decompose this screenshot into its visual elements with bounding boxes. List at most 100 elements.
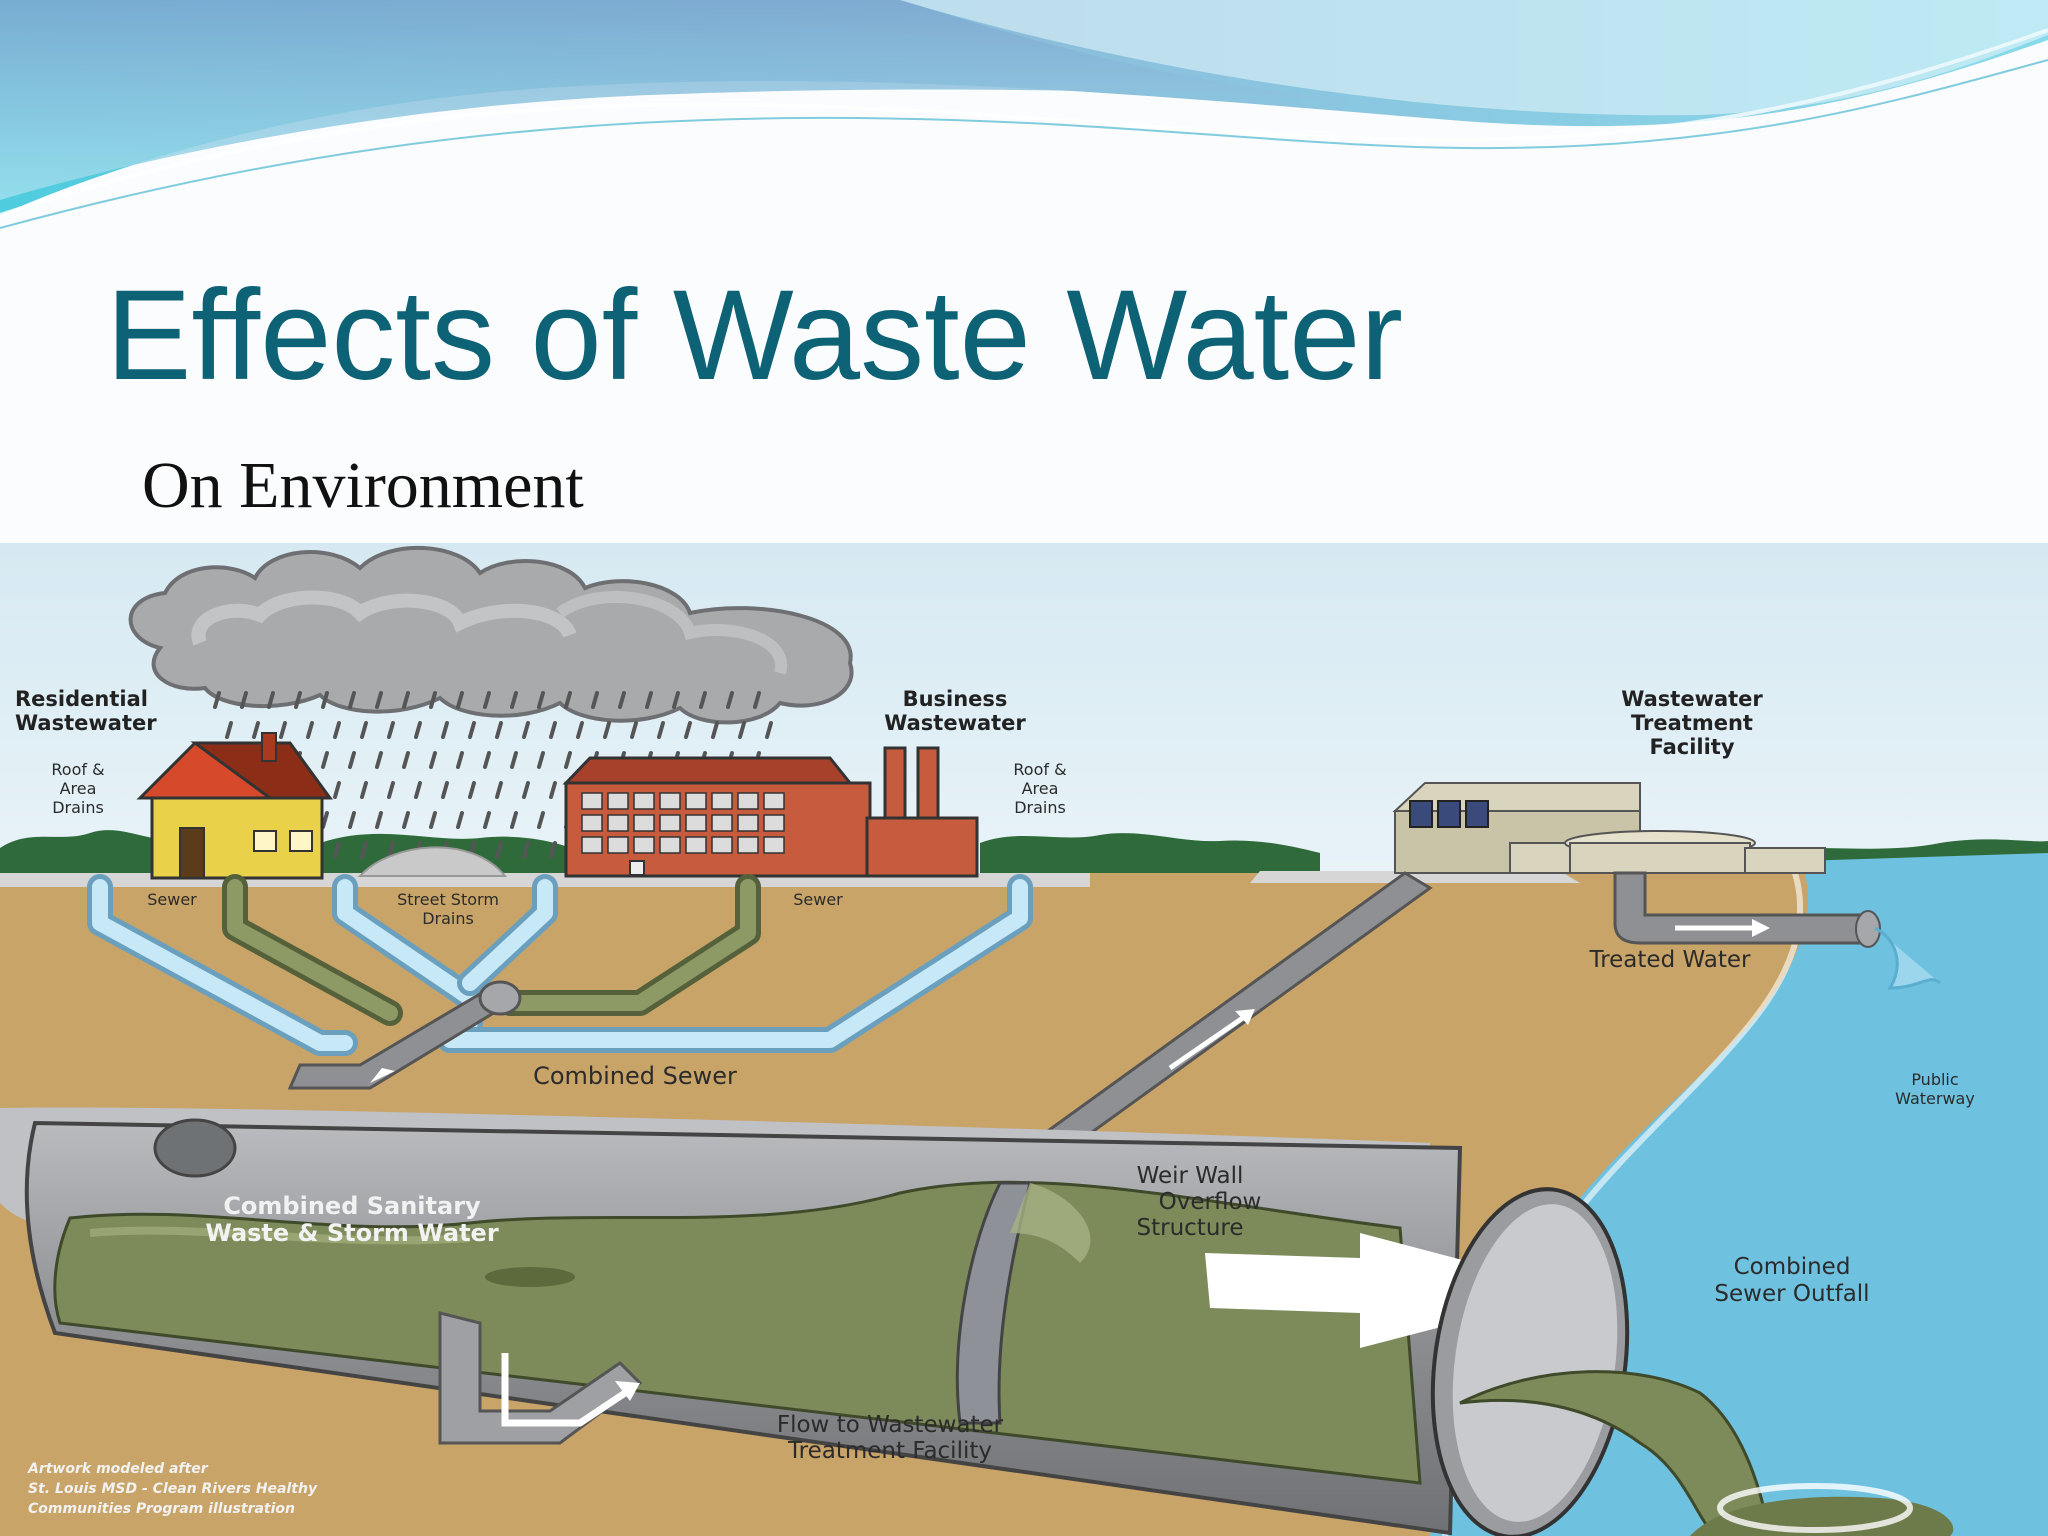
rain-drop — [753, 691, 761, 709]
rain-drop — [726, 691, 734, 709]
diagram-labels: Residential Wastewater Roof & Area Drain… — [15, 687, 1975, 1517]
rain-drop — [522, 781, 530, 799]
factory-window — [737, 836, 759, 854]
factory-window — [633, 836, 655, 854]
label-facility-3: Facility — [1649, 735, 1734, 759]
rain-drop — [333, 781, 341, 799]
factory-window — [659, 814, 681, 832]
rain-drop — [564, 751, 572, 769]
rain-drop — [333, 841, 341, 859]
factory-window — [737, 814, 759, 832]
rain-drop — [414, 721, 422, 739]
rain-cloud — [128, 545, 854, 725]
factory-window — [711, 836, 733, 854]
rain-drop — [441, 781, 449, 799]
rain-drop — [213, 691, 221, 709]
label-flow-2: Treatment Facility — [787, 1438, 992, 1464]
rain-drop — [348, 811, 356, 829]
label-combined-sanitary-2: Waste & Storm Water — [205, 1219, 498, 1247]
slide-subtitle: On Environment — [142, 449, 584, 522]
rain-drop — [279, 721, 287, 739]
rain-drop — [468, 721, 476, 739]
label-storm-2: Drains — [422, 909, 474, 928]
factory-window — [581, 814, 603, 832]
factory-window — [763, 836, 785, 854]
label-business-1: Business — [903, 687, 1008, 711]
rain-drop — [564, 691, 572, 709]
storm-drain-pipes — [87, 874, 1033, 1056]
rain-drop — [387, 841, 395, 859]
factory — [562, 746, 979, 878]
factory-window — [763, 792, 785, 810]
label-roof-right-3: Drains — [1014, 798, 1066, 817]
factory-window — [607, 836, 629, 854]
rain-drop — [360, 721, 368, 739]
factory-window — [607, 792, 629, 810]
label-storm-1: Street Storm — [397, 890, 499, 909]
rain-drop — [549, 721, 557, 739]
tree-line — [0, 830, 2048, 873]
rain-drop — [321, 811, 329, 829]
rain-drop — [402, 691, 410, 709]
rain-drop — [456, 691, 464, 709]
rain-drop — [576, 721, 584, 739]
rain-drop — [306, 721, 314, 739]
rain-drop — [348, 691, 356, 709]
rain-drop — [537, 751, 545, 769]
rain-drop — [765, 721, 773, 739]
label-residential-1: Residential — [15, 687, 148, 711]
rain-drop — [657, 721, 665, 739]
rain-drop — [603, 721, 611, 739]
rain-drop — [699, 691, 707, 709]
sanitary-sewer-pipes — [222, 874, 761, 1026]
label-weir-3: Structure — [1137, 1215, 1244, 1241]
label-facility-2: Treatment — [1631, 711, 1753, 735]
rain-drop — [483, 691, 491, 709]
rain-drop — [402, 811, 410, 829]
label-credit-2: St. Louis MSD - Clean Rivers Healthy — [28, 1481, 318, 1497]
treated-water-pipe — [1613, 871, 1942, 990]
rain-drop — [645, 691, 653, 709]
rain-drop — [294, 691, 302, 709]
rain-drop — [549, 841, 557, 859]
rain-drop — [429, 811, 437, 829]
label-roof-left-2: Area — [60, 779, 97, 798]
rain-drop — [240, 691, 248, 709]
rain-drop — [684, 721, 692, 739]
rain-drop — [375, 691, 383, 709]
label-roof-left-1: Roof & — [51, 760, 104, 779]
rain-drop — [522, 721, 530, 739]
rain-drop — [537, 811, 545, 829]
header-wave — [0, 0, 2048, 229]
factory-window — [685, 792, 707, 810]
label-outfall-2: Sewer Outfall — [1714, 1281, 1869, 1307]
rain-drop — [456, 811, 464, 829]
rain-drop — [522, 841, 530, 859]
label-public-1: Public — [1911, 1070, 1958, 1089]
factory-window — [607, 814, 629, 832]
factory-window — [685, 836, 707, 854]
wastewater-diagram: Residential Wastewater Roof & Area Drain… — [0, 543, 2048, 1536]
rain-drop — [711, 721, 719, 739]
rain-drop — [672, 691, 680, 709]
flow-to-treatment-pipes — [438, 1311, 643, 1445]
rain-drop — [360, 841, 368, 859]
label-treated-water: Treated Water — [1589, 947, 1751, 973]
rain-drop — [333, 721, 341, 739]
rain-drop — [483, 751, 491, 769]
factory-windows — [581, 792, 785, 854]
label-combined-sewer: Combined Sewer — [533, 1062, 737, 1090]
rain-drop — [375, 811, 383, 829]
factory-window — [633, 814, 655, 832]
label-weir-1: Weir Wall — [1137, 1163, 1244, 1189]
factory-window — [659, 792, 681, 810]
label-facility-1: Wastewater — [1621, 687, 1763, 711]
combined-sanitary-pipe — [0, 1107, 1954, 1536]
factory-window — [737, 792, 759, 810]
label-roof-right-1: Roof & — [1013, 760, 1066, 779]
rain-drop — [414, 781, 422, 799]
rain-drop — [225, 721, 233, 739]
label-roof-left-3: Drains — [52, 798, 104, 817]
label-residential-2: Wastewater — [15, 711, 157, 735]
